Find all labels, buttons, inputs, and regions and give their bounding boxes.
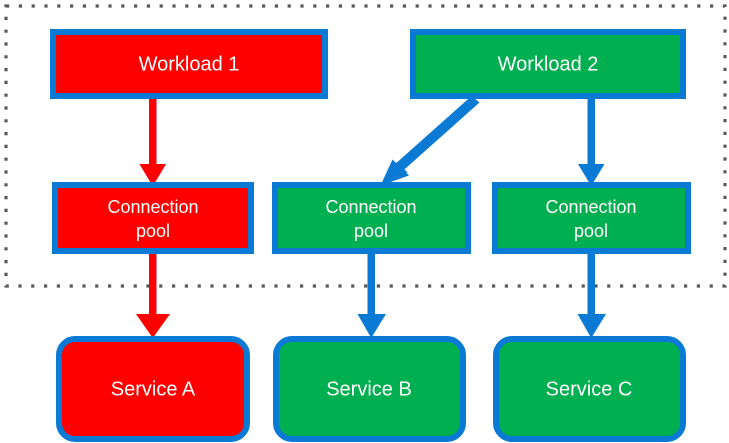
edge-pool1-serviceA — [136, 251, 170, 338]
edge-pool3-serviceC — [577, 251, 606, 338]
app-tier-boundary — [4, 4, 727, 288]
node-connection-pool-2-label-line1: Connection — [325, 197, 416, 217]
node-workload1[interactable]: Workload 1 — [50, 29, 328, 99]
node-connection-pool-2-label-line2: pool — [354, 221, 388, 241]
edge-pool2-serviceB — [357, 251, 386, 338]
edge-workload1-pool1 — [139, 96, 166, 186]
node-workload1-label: Workload 1 — [139, 53, 240, 75]
node-workload2[interactable]: Workload 2 — [410, 29, 686, 99]
node-service-a[interactable]: Service A — [56, 336, 250, 442]
edge-workload2-pool3 — [578, 96, 605, 186]
node-connection-pool-3-label-line2: pool — [574, 221, 608, 241]
node-service-b-label: Service B — [326, 378, 412, 400]
node-connection-pool-1[interactable]: Connection pool — [52, 182, 254, 254]
node-connection-pool-2[interactable]: Connection pool — [272, 182, 471, 254]
node-connection-pool-1-label-line1: Connection — [107, 197, 198, 217]
node-service-c[interactable]: Service C — [493, 336, 686, 442]
node-workload2-label: Workload 2 — [498, 53, 599, 75]
node-service-c-label: Service C — [546, 378, 633, 400]
node-service-a-label: Service A — [111, 378, 196, 400]
node-connection-pool-3-label-line1: Connection — [545, 197, 636, 217]
node-service-b[interactable]: Service B — [273, 336, 466, 442]
node-connection-pool-1-label-line2: pool — [136, 221, 170, 241]
edge-workload2-pool2 — [380, 96, 480, 186]
node-connection-pool-3[interactable]: Connection pool — [492, 182, 691, 254]
